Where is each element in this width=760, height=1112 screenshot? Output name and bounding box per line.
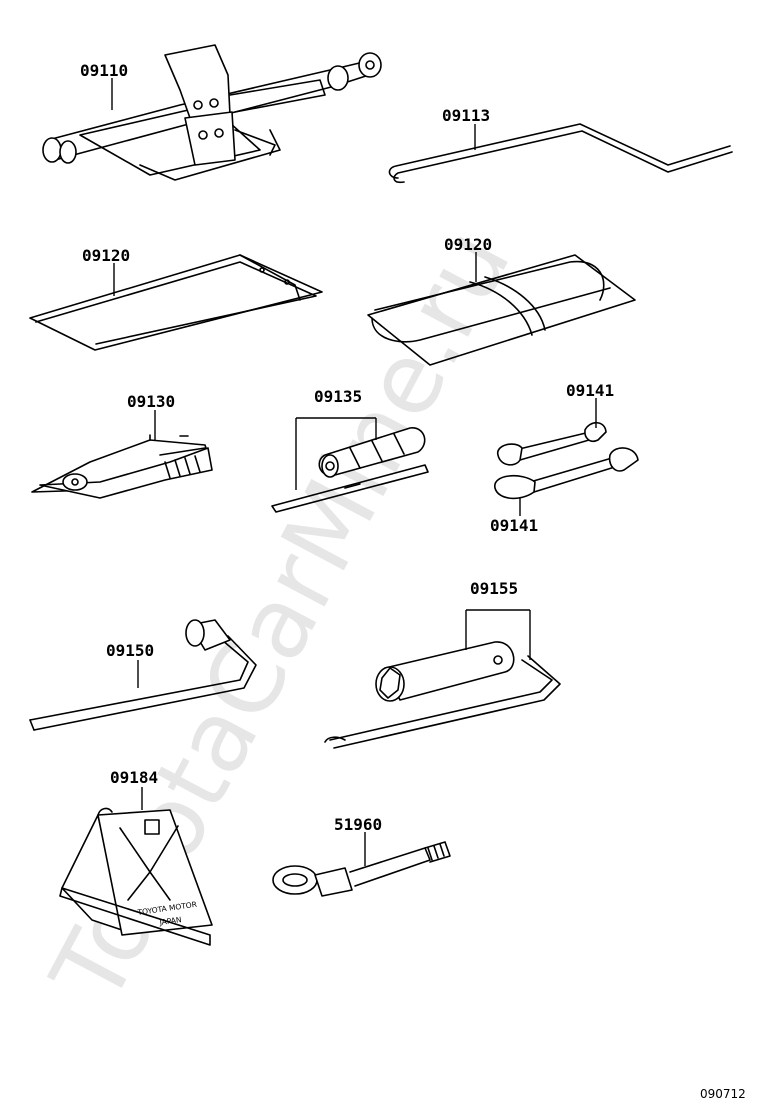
part-label[interactable]: 09135 <box>314 387 362 406</box>
part-label[interactable]: 09141 <box>566 381 614 400</box>
part-label[interactable]: 09113 <box>442 106 490 125</box>
part-09135-screwdriver[interactable] <box>271 427 429 513</box>
part-09155-plug-wrench[interactable] <box>324 641 561 749</box>
chock-text: JAPAN <box>158 915 182 927</box>
part-09141-wrench-top[interactable] <box>497 421 607 466</box>
part-09150-lug-wrench[interactable] <box>29 619 257 731</box>
part-09113-jack-handle[interactable] <box>388 123 733 184</box>
part-09141-wrench-bottom[interactable] <box>494 447 639 500</box>
part-label[interactable]: 51960 <box>334 815 382 834</box>
part-label[interactable]: 09150 <box>106 641 154 660</box>
part-label[interactable]: 09184 <box>110 768 158 787</box>
part-51960-towing-hook[interactable] <box>272 841 451 897</box>
part-label[interactable]: 09141 <box>490 516 538 535</box>
part-09130-pliers[interactable] <box>31 434 213 499</box>
part-label[interactable]: 09120 <box>444 235 492 254</box>
part-label[interactable]: 09130 <box>127 392 175 411</box>
part-label[interactable]: 09155 <box>470 579 518 598</box>
part-09184-wheel-chock[interactable]: TOYOTA MOTOR JAPAN <box>59 807 213 946</box>
part-09110-jack[interactable] <box>42 44 382 181</box>
part-09120-tool-bag-rolled[interactable] <box>367 254 636 366</box>
diagram-code: 090712 <box>700 1087 746 1101</box>
part-label[interactable]: 09120 <box>82 246 130 265</box>
part-label[interactable]: 09110 <box>80 61 128 80</box>
part-09120-tool-bag-flat[interactable] <box>29 254 323 351</box>
